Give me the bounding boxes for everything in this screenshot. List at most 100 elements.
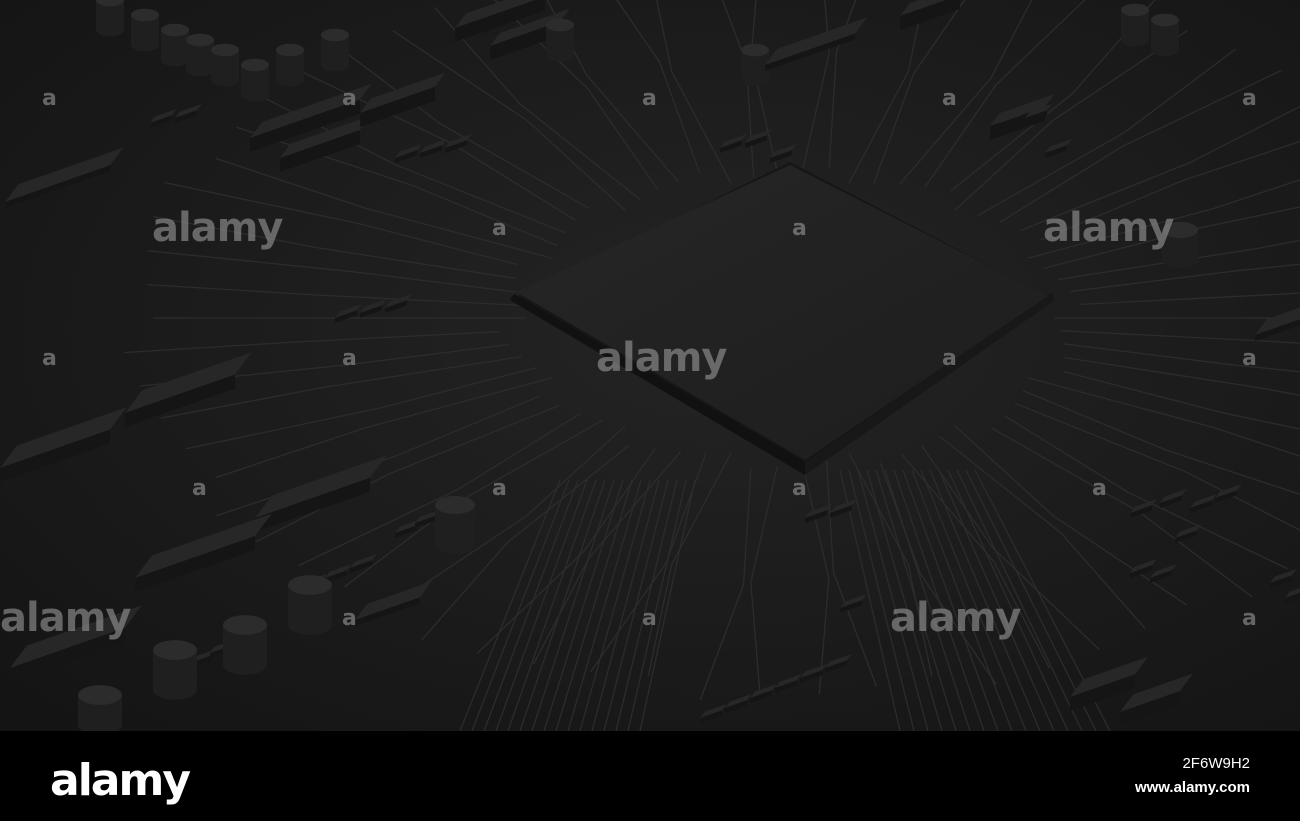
trace-line <box>567 479 642 731</box>
trace-line <box>1004 415 1288 570</box>
capacitor <box>211 43 239 87</box>
trace-line <box>1080 292 1300 305</box>
trace-line <box>920 469 1027 731</box>
trace-line <box>801 462 830 695</box>
smd-component <box>805 503 832 523</box>
trace-line <box>215 377 552 479</box>
smd-component <box>1160 488 1187 508</box>
capacitor <box>546 18 574 62</box>
watermark-text: alamy <box>1043 205 1174 251</box>
smd-component <box>775 673 802 693</box>
smd-component <box>1025 103 1052 123</box>
trace-line <box>1022 390 1300 496</box>
capacitor <box>223 615 267 675</box>
trace-line <box>471 479 570 731</box>
trace-line <box>947 469 1069 731</box>
watermark-mark: a <box>642 86 657 111</box>
smd-component <box>280 115 371 172</box>
trace-line <box>627 479 687 731</box>
trace-line <box>164 181 517 266</box>
trace-line <box>647 452 732 677</box>
smd-component <box>750 683 777 703</box>
trace-line <box>901 454 1051 669</box>
trace-line <box>147 250 517 293</box>
capacitor <box>1162 221 1198 269</box>
watermark-mark: a <box>192 476 207 501</box>
watermark-mark: a <box>1242 346 1257 371</box>
capacitor <box>131 8 159 52</box>
capacitor <box>1121 3 1149 47</box>
smd-component <box>350 553 377 573</box>
trace-line <box>911 469 1013 731</box>
capacitor <box>288 575 332 635</box>
capacitor <box>321 28 349 72</box>
trace-line <box>954 425 1188 606</box>
trace-line <box>591 479 660 731</box>
watermark-text: alamy <box>890 595 1021 641</box>
trace-line <box>956 469 1083 731</box>
capacitor <box>435 496 475 554</box>
smd-component <box>255 455 387 532</box>
trace-line <box>875 469 957 731</box>
trace-line <box>1020 105 1300 232</box>
trace-line <box>543 479 624 731</box>
smd-component <box>700 703 727 723</box>
trace-line <box>977 48 1236 217</box>
smd-component <box>1270 568 1297 588</box>
trace-line <box>495 479 588 731</box>
watermark-mark: a <box>492 216 507 241</box>
trace-line <box>802 0 830 170</box>
smd-component <box>745 128 772 148</box>
trace-line <box>828 0 857 168</box>
smd-component <box>395 143 422 163</box>
smd-component <box>800 663 827 683</box>
trace-line <box>1028 377 1300 457</box>
trace-line <box>873 0 966 184</box>
smd-component <box>1190 493 1217 513</box>
trace-line <box>939 435 1146 629</box>
trace-line <box>924 0 1086 188</box>
smd-component <box>360 298 387 318</box>
trace-line <box>929 469 1041 731</box>
trace-line <box>699 468 752 701</box>
trace-line <box>921 445 1100 651</box>
smd-component <box>1285 588 1300 603</box>
trace-line <box>902 469 999 731</box>
trace-line <box>857 469 929 731</box>
watermark-mark: a <box>1242 86 1257 111</box>
trace-line <box>893 469 985 731</box>
trace-line <box>825 458 878 687</box>
trace-line <box>879 462 998 686</box>
capacitor <box>161 23 189 67</box>
trace-line <box>938 469 1055 731</box>
smd-component <box>420 138 447 158</box>
smd-component <box>1130 558 1157 578</box>
trace-line <box>848 0 924 184</box>
circuit-board-photo <box>0 0 1300 731</box>
watermark-text: alamy <box>0 595 131 641</box>
smd-component <box>360 72 446 127</box>
smd-component <box>1120 673 1194 726</box>
watermark-text: alamy <box>152 205 283 251</box>
footer-url[interactable]: www.alamy.com <box>1134 779 1250 796</box>
board-components <box>0 0 1300 731</box>
trace-line <box>1063 343 1300 373</box>
circuit-traces <box>124 0 1300 731</box>
smd-component <box>1070 656 1149 711</box>
capacitor <box>96 0 124 37</box>
capacitor <box>276 43 304 87</box>
watermark-mark: a <box>942 346 957 371</box>
smd-component <box>1255 307 1300 341</box>
smd-component <box>720 133 747 153</box>
trace-line <box>519 479 606 731</box>
footer-bar: alamy 2F6W9H2 www.alamy.com <box>0 731 1300 821</box>
smd-component <box>770 143 797 163</box>
capacitor <box>78 685 122 731</box>
smd-component <box>455 0 545 42</box>
trace-line <box>866 469 943 731</box>
watermark-mark: a <box>1092 476 1107 501</box>
watermark-mark: a <box>792 216 807 241</box>
footer-image-id: 2F6W9H2 <box>1182 755 1250 772</box>
watermark-mark: a <box>42 86 57 111</box>
trace-line <box>327 38 589 209</box>
